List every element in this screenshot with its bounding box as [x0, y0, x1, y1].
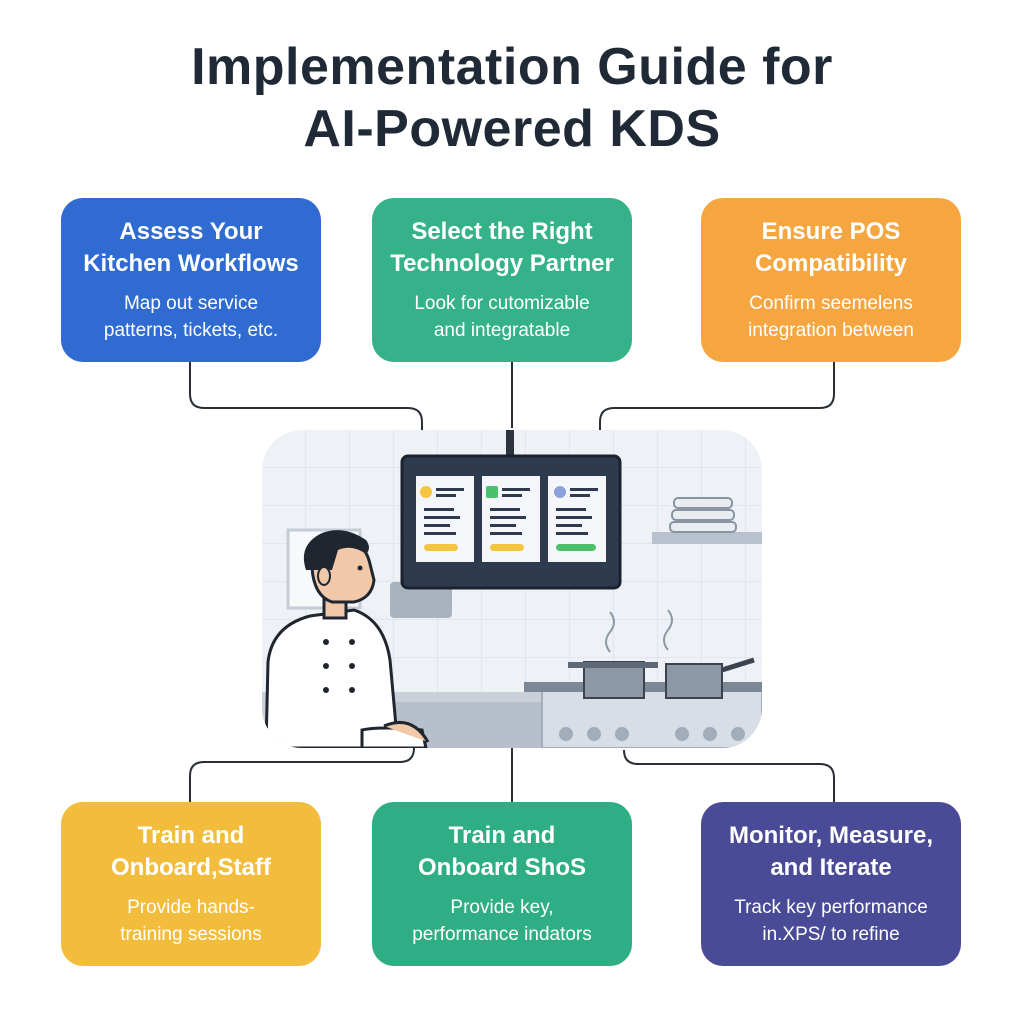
step-card-monitor-iterate: Monitor, Measure, and Iterate Track key … [701, 802, 961, 966]
step-card-pos-compatibility: Ensure POS Compatibility Confirm seemele… [701, 198, 961, 362]
step-card-train-staff: Train and Onboard,Staff Provide hands- t… [61, 802, 321, 966]
step-heading: Train and Onboard ShoS [418, 822, 586, 881]
step-description: Map out service patterns, tickets, etc. [103, 293, 279, 341]
step-heading: Ensure POS Compatibility [754, 218, 907, 277]
step-card-select-partner: Select the Right Technology Partner Look… [372, 198, 632, 362]
chef-icon [264, 530, 430, 748]
page-title: Implementation Guide for AI-Powered KDS [0, 36, 1024, 160]
step-heading: Select the Right Technology Partner [390, 218, 614, 277]
connector-step-3 [599, 362, 835, 456]
plates-shelf-icon [652, 497, 762, 544]
order-ticket [482, 476, 540, 562]
step-heading: Assess Your Kitchen Workflows [83, 218, 299, 277]
order-ticket [548, 476, 606, 562]
stove-knobs [559, 727, 745, 741]
step-card-assess-workflows: Assess Your Kitchen Workflows Map out se… [61, 198, 321, 362]
step-heading: Monitor, Measure, and Iterate [728, 822, 934, 881]
cooking-pot-icon [568, 611, 658, 699]
step-description: Provide key, performance indators [412, 897, 592, 945]
step-description: Look for cutomizable and integratable [414, 293, 590, 341]
cooking-pot-icon [663, 609, 755, 699]
title-line-2: AI-Powered KDS [303, 100, 721, 158]
stove [541, 687, 762, 748]
connector-step-6 [623, 749, 835, 802]
step-description: Confirm seemelens integration between [748, 293, 914, 341]
order-ticket [416, 476, 474, 562]
connector-step-4 [189, 747, 415, 802]
connector-step-1 [189, 362, 423, 456]
step-card-train-onboard: Train and Onboard ShoS Provide key, perf… [372, 802, 632, 966]
kitchen-illustration [262, 430, 762, 748]
step-description: Provide hands- training sessions [120, 897, 262, 945]
wall-dispenser [390, 582, 452, 618]
kitchen-display-screen [400, 454, 622, 590]
title-line-1: Implementation Guide for [191, 38, 833, 96]
step-heading: Train and Onboard,Staff [111, 822, 271, 881]
step-description: Track key performance in.XPS/ to refine [734, 897, 928, 945]
